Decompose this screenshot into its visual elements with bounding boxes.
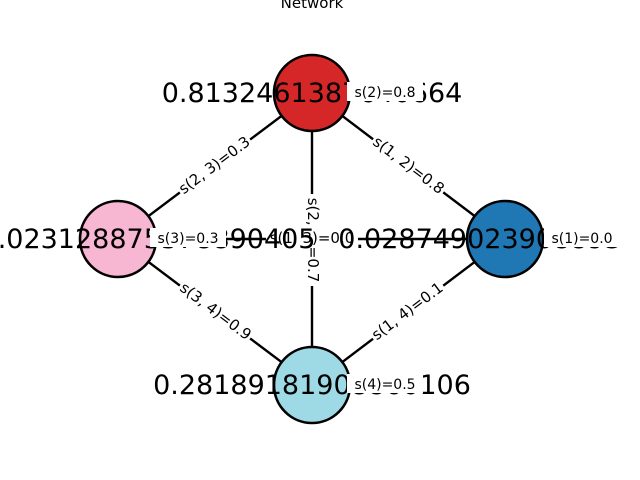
node-3[interactable] [465,199,545,279]
edge-label-1-3: s(1, 3)=0.0 [270,229,355,247]
self-label-1: s(1)=0.0 [551,231,612,247]
self-label-4: s(4)=0.5 [354,377,415,393]
edge-label-2-3: s(2, 3)=0.3 [175,133,253,198]
edge-label-1-2: s(1, 2)=0.8 [369,133,447,198]
self-label-3: s(3)=0.3 [157,231,218,247]
nodes [78,53,545,425]
edge-label-3-4: s(3, 4)=0.9 [176,279,254,344]
edge-label-1-4: s(1, 4)=0.1 [368,279,446,344]
node-label-4: 0.28189181908860106 [153,370,471,401]
diagram-title: Network [281,0,344,12]
self-labels: s(2)=0.8 s(3)=0.3 s(1)=0.0 s(4)=0.5 [150,82,620,393]
self-label-2: s(2)=0.8 [354,85,415,101]
